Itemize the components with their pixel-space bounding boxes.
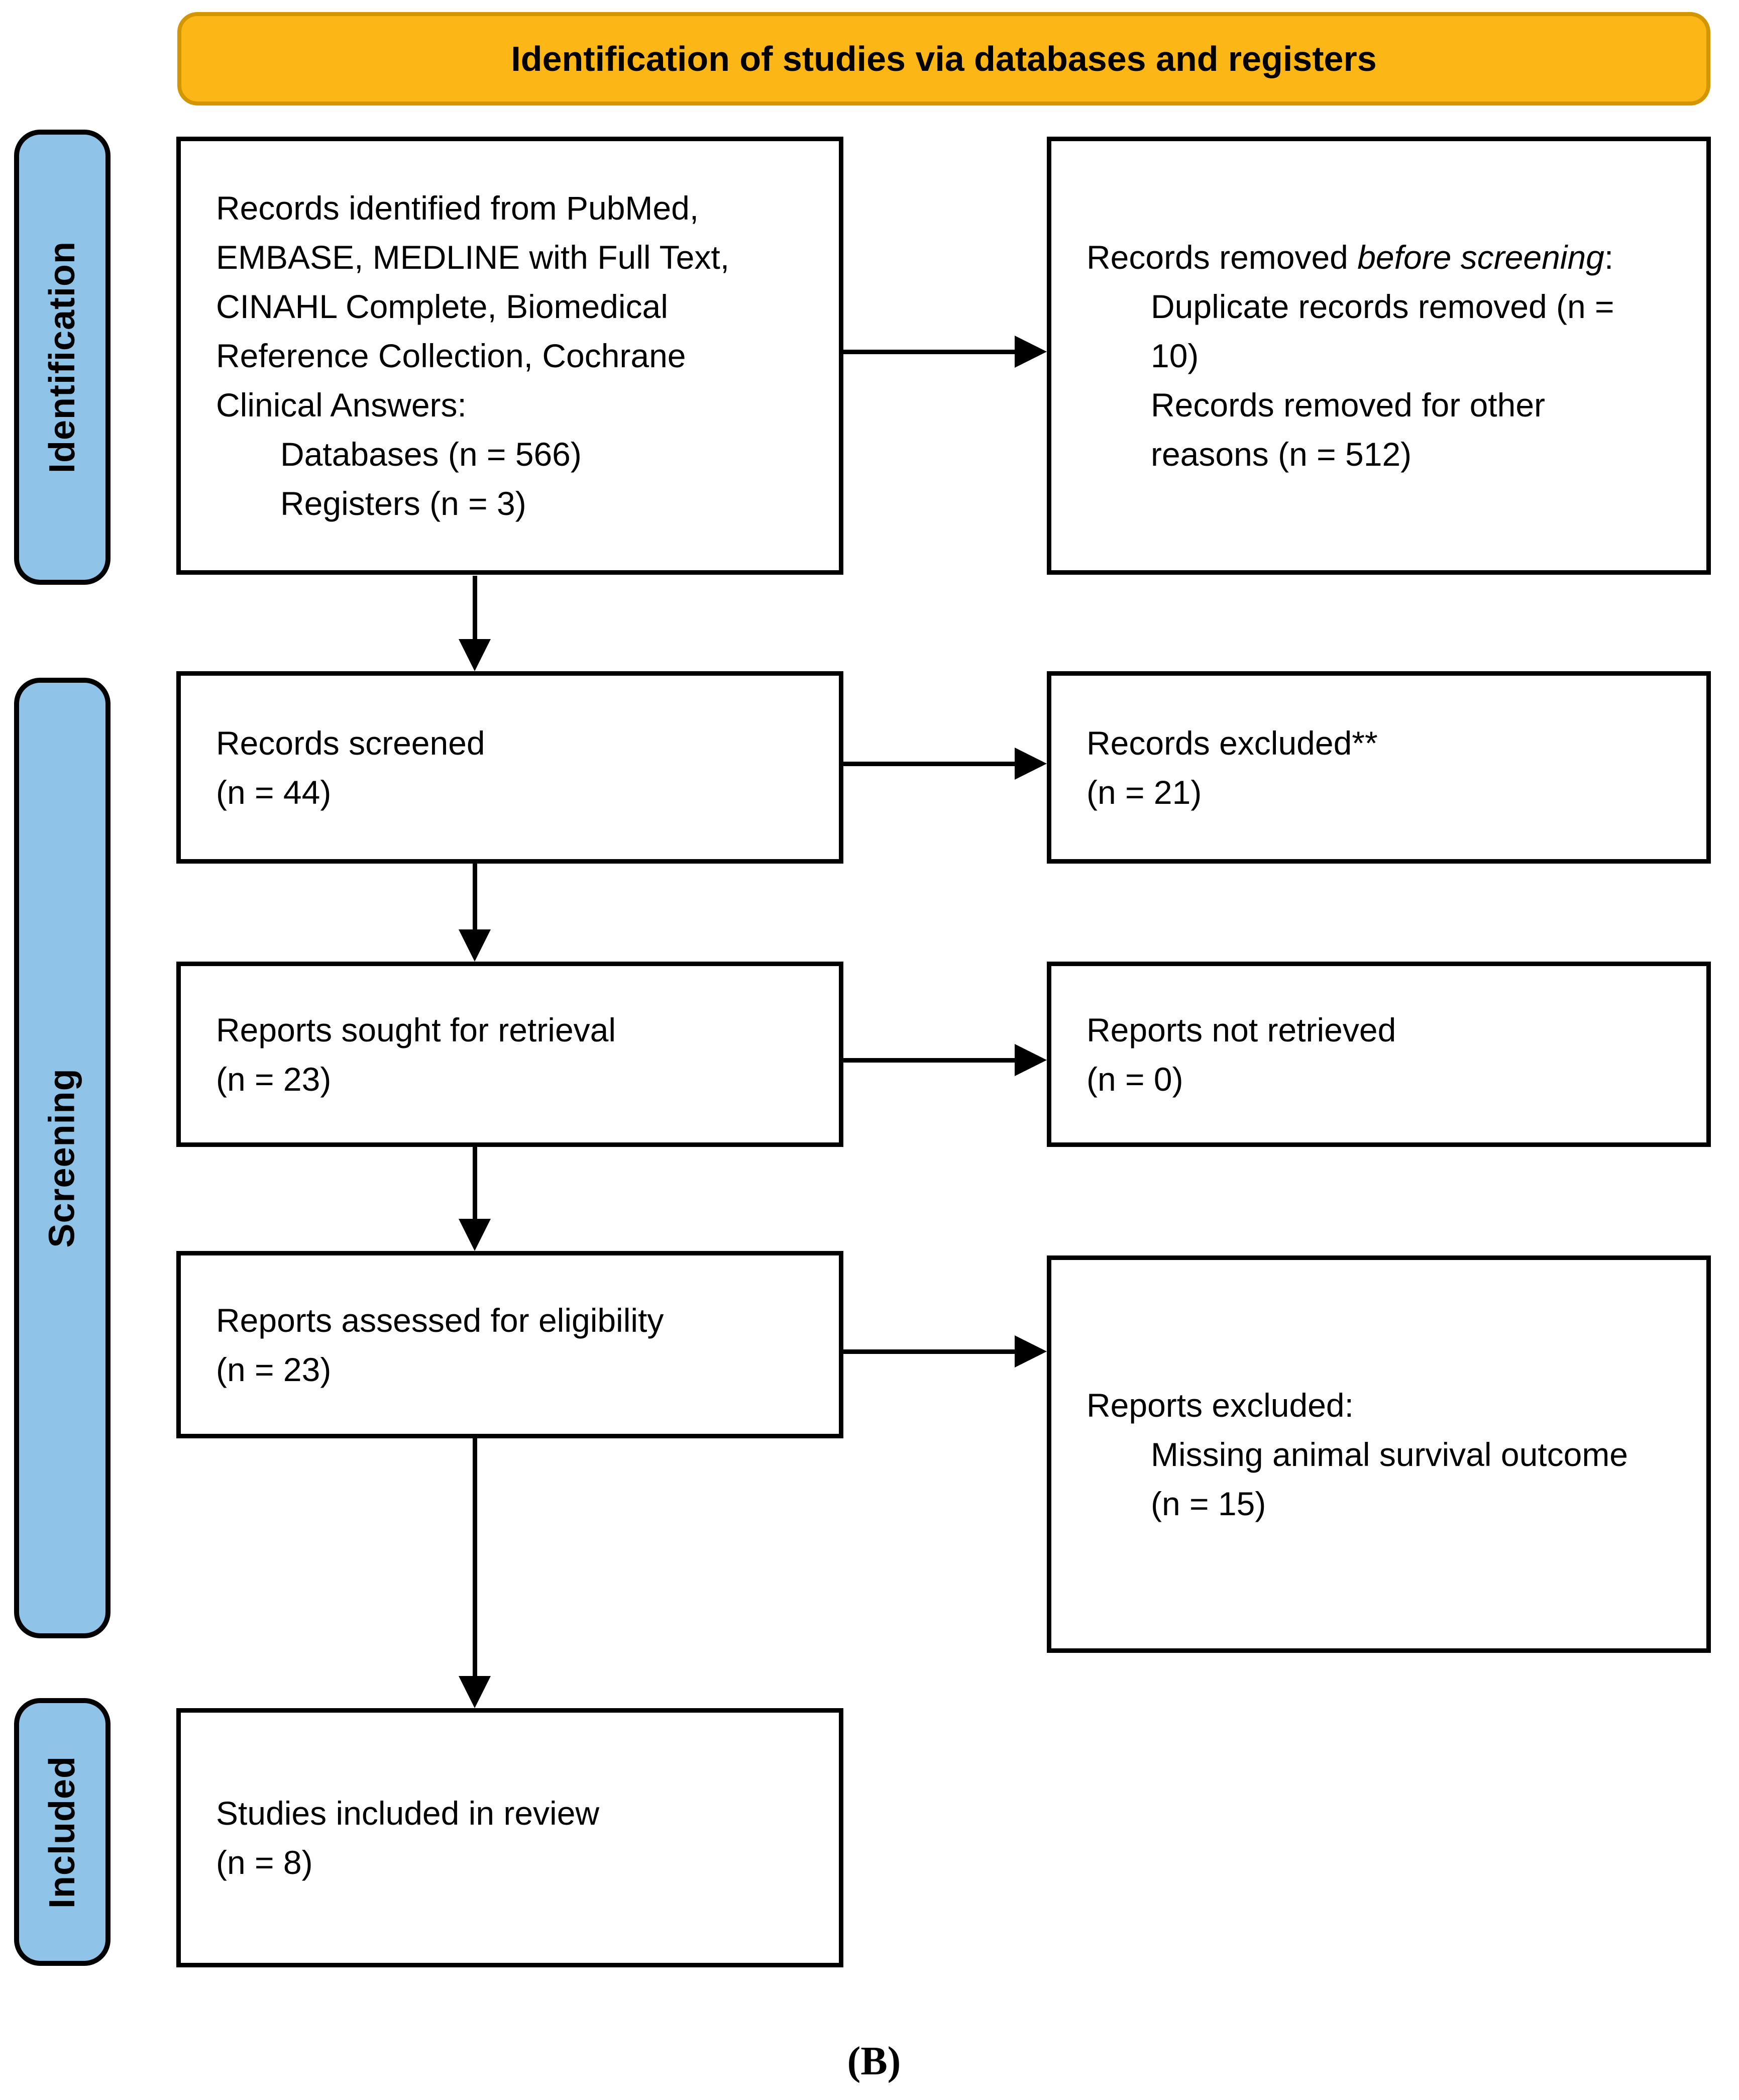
records-screened-label: Records screened xyxy=(216,724,485,762)
right-arrowhead-icon xyxy=(1015,1335,1047,1368)
reports-assessed-label: Reports assessed for eligibility xyxy=(216,1301,664,1339)
arrow-line xyxy=(473,1438,477,1677)
arrow-line xyxy=(843,350,1016,354)
right-arrowhead-icon xyxy=(1015,336,1047,368)
stage-label-included-text: Included xyxy=(42,1755,83,1909)
stage-label-included: Included xyxy=(14,1698,111,1966)
down-arrowhead-icon xyxy=(459,929,491,962)
records-identified-heading: Records identified from PubMed, EMBASE, … xyxy=(216,189,730,424)
records-removed-item-other-reasons: Records removed for other reasons (n = 5… xyxy=(1151,386,1546,473)
stage-label-identification-text: Identification xyxy=(42,241,82,473)
records-identified-item-registers: Registers (n = 3) xyxy=(280,485,526,522)
right-arrowhead-icon xyxy=(1015,748,1047,780)
box-reports-excluded: Reports excluded: Missing animal surviva… xyxy=(1047,1255,1711,1653)
records-removed-heading-prefix: Records removed xyxy=(1086,239,1358,276)
arrow-line xyxy=(843,1349,1016,1354)
down-arrowhead-icon xyxy=(459,1219,491,1251)
stage-label-screening-text: Screening xyxy=(42,1068,82,1248)
reports-assessed-n: (n = 23) xyxy=(216,1350,332,1388)
arrow-line xyxy=(843,762,1016,766)
studies-included-n: (n = 8) xyxy=(216,1844,313,1881)
reports-sought-label: Reports sought for retrieval xyxy=(216,1011,616,1048)
banner-title: Identification of studies via databases … xyxy=(177,12,1710,106)
down-arrowhead-icon xyxy=(459,1676,491,1708)
box-records-identified: Records identified from PubMed, EMBASE, … xyxy=(176,137,843,575)
reports-excluded-item-missing-outcome: Missing animal survival outcome (n = 15) xyxy=(1151,1435,1628,1522)
stage-label-screening: Screening xyxy=(14,678,111,1638)
box-reports-not-retrieved: Reports not retrieved (n = 0) xyxy=(1047,962,1711,1147)
reports-excluded-heading: Reports excluded: xyxy=(1086,1386,1354,1424)
banner-title-text: Identification of studies via databases … xyxy=(511,39,1377,78)
arrow-line xyxy=(473,1147,477,1220)
records-removed-item-duplicates: Duplicate records removed (n = 10) xyxy=(1151,288,1614,374)
stage-label-identification: Identification xyxy=(14,130,111,585)
records-excluded-n: (n = 21) xyxy=(1086,773,1202,811)
box-reports-assessed: Reports assessed for eligibility (n = 23… xyxy=(176,1251,843,1438)
box-records-removed-before-screening: Records removed before screening: Duplic… xyxy=(1047,137,1711,575)
box-reports-sought: Reports sought for retrieval (n = 23) xyxy=(176,962,843,1147)
down-arrowhead-icon xyxy=(459,639,491,671)
reports-not-retrieved-n: (n = 0) xyxy=(1086,1060,1183,1098)
reports-sought-n: (n = 23) xyxy=(216,1060,332,1098)
records-excluded-label: Records excluded** xyxy=(1086,724,1378,762)
figure-caption: (B) xyxy=(847,2039,901,2083)
arrow-line xyxy=(473,864,477,931)
records-removed-heading-suffix: : xyxy=(1604,239,1614,276)
records-removed-heading: Records removed before screening: xyxy=(1086,233,1646,282)
box-records-screened: Records screened (n = 44) xyxy=(176,671,843,864)
reports-not-retrieved-label: Reports not retrieved xyxy=(1086,1011,1396,1048)
right-arrowhead-icon xyxy=(1015,1044,1047,1076)
records-removed-heading-italic: before screening xyxy=(1357,239,1604,276)
box-studies-included: Studies included in review (n = 8) xyxy=(176,1708,843,1967)
box-records-excluded: Records excluded** (n = 21) xyxy=(1047,671,1711,864)
arrow-line xyxy=(843,1058,1016,1063)
records-identified-item-databases: Databases (n = 566) xyxy=(280,436,582,473)
studies-included-label: Studies included in review xyxy=(216,1795,600,1832)
records-screened-n: (n = 44) xyxy=(216,773,332,811)
arrow-line xyxy=(473,576,477,642)
